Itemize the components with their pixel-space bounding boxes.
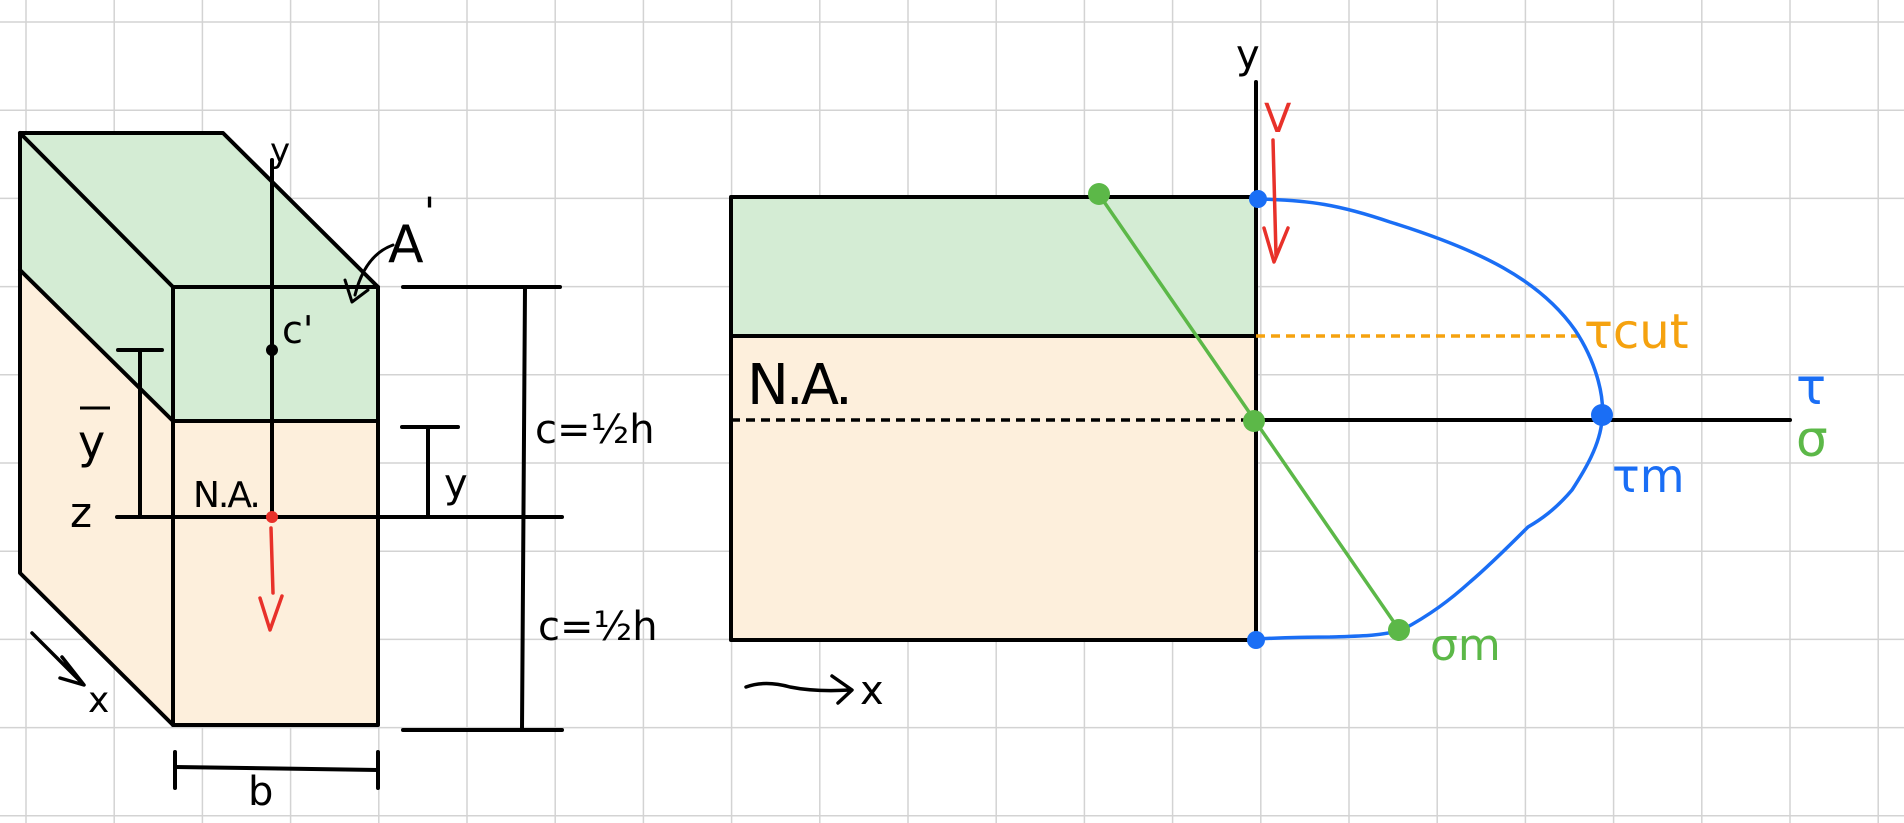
left-y-axis-label: y	[270, 131, 290, 171]
z-axis-label: z	[70, 488, 92, 537]
c-top-label: c=½h	[535, 407, 655, 453]
shear-force-arrow-right	[1262, 138, 1290, 264]
section-divider-side	[18, 268, 175, 423]
b-dimension-line	[173, 765, 380, 772]
x-direction-arrow	[30, 631, 86, 687]
y-distance-label: y	[444, 461, 468, 507]
centroid-label: c'	[282, 308, 313, 352]
tau-max-label: τm	[1612, 449, 1685, 503]
width-b-label: b	[248, 769, 273, 815]
ybar-label: y	[78, 406, 110, 469]
right-neutral-axis-label: N.A.	[747, 353, 850, 418]
box-edge-top-front	[18, 131, 175, 289]
shear-force-v-label: V	[1264, 96, 1292, 142]
sigma-top-point	[1088, 183, 1110, 205]
height-dimension-line	[520, 285, 527, 732]
right-x-axis-label: x	[860, 668, 884, 714]
sigma-max-point	[1388, 619, 1410, 641]
sigma-max-label: σm	[1430, 620, 1501, 671]
section-upper-fill	[731, 197, 1256, 336]
centroid-dot	[266, 344, 278, 356]
c-bottom-label: c=½h	[538, 604, 658, 650]
sigma-zero-point	[1243, 410, 1265, 432]
tau-max-point	[1591, 404, 1613, 426]
tau-cut-label: τcut	[1584, 304, 1689, 360]
sigma-axis-label: σ	[1796, 410, 1828, 468]
svg-text:y: y	[78, 415, 105, 469]
cross-section-figure: y V N.A. τcut τm τ σ σm x	[729, 32, 1828, 714]
right-y-axis-label: y	[1236, 32, 1260, 78]
shear-stress-curve	[1254, 197, 1605, 641]
area-label: A	[388, 215, 424, 275]
beam-3d-figure: y A ' c' y z N.A. y c=½h c=½h x b	[18, 131, 658, 815]
area-leader-arrow	[343, 243, 395, 304]
top-face-fill	[20, 133, 378, 287]
tau-top-point	[1249, 190, 1267, 208]
tau-axis-label: τ	[1796, 358, 1826, 416]
section-lower-fill	[731, 336, 1256, 640]
left-neutral-axis-label: N.A.	[193, 475, 259, 516]
shear-force-arrow-left	[258, 526, 284, 632]
box-outline	[18, 131, 380, 727]
na-origin-dot	[266, 511, 278, 523]
area-prime-label: '	[424, 190, 435, 236]
right-x-arrow	[744, 674, 854, 705]
left-x-axis-label: x	[88, 680, 109, 721]
tau-bottom-point	[1247, 631, 1265, 649]
front-lower-fill	[173, 421, 378, 725]
